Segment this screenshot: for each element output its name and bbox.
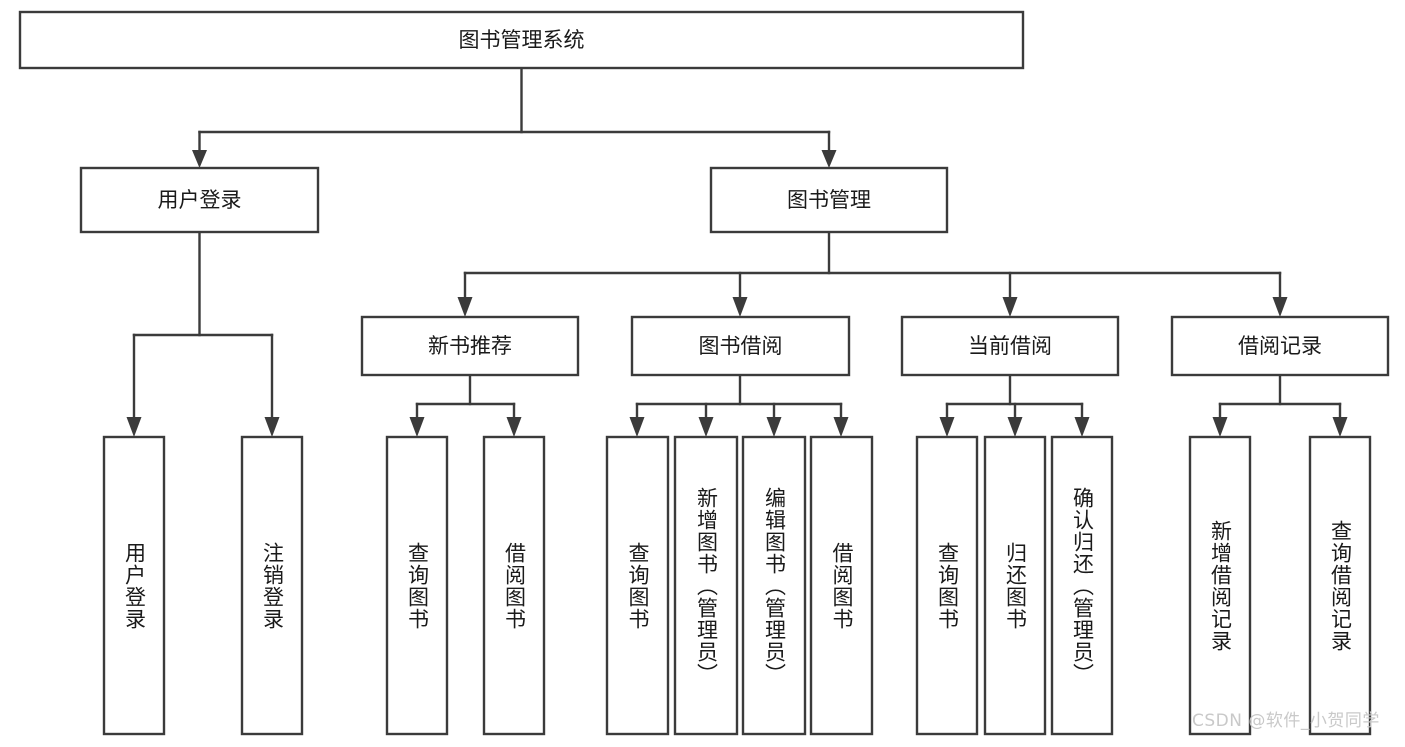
arrow-head-icon xyxy=(1212,417,1228,437)
arrow-head-icon xyxy=(732,297,748,317)
arrow-head-icon xyxy=(698,417,714,437)
arrow-head-icon xyxy=(939,417,955,437)
arrow-head-icon xyxy=(409,417,425,437)
node-book-management-label: 图书管理 xyxy=(787,188,871,212)
node-leaf-logout-box[interactable] xyxy=(240,435,304,736)
arrow-head-icon xyxy=(264,417,280,437)
arrow-head-icon xyxy=(1074,417,1090,437)
node-borrow-records-box[interactable] xyxy=(1170,315,1390,377)
node-user-login-label: 用户登录 xyxy=(158,188,242,212)
node-layer: 图书管理系统 用户登录 图书管理 新书推荐 图书借阅 当前 xyxy=(18,10,1390,736)
arrow-head-icon xyxy=(766,417,782,437)
node-new-book-recommend-label: 新书推荐 xyxy=(428,334,512,358)
node-current-borrow[interactable]: 当前借阅 xyxy=(900,315,1120,377)
node-leaf-add-book-box[interactable] xyxy=(673,435,739,736)
node-current-borrow-label: 当前借阅 xyxy=(968,334,1052,358)
node-user-login-box[interactable] xyxy=(79,166,320,234)
node-root[interactable]: 图书管理系统 xyxy=(18,10,1025,70)
csdn-watermark: CSDN @软件_小贺同学 xyxy=(1192,711,1380,731)
node-book-borrow-label: 图书借阅 xyxy=(699,334,783,358)
node-leaf-user-login-box[interactable] xyxy=(102,435,166,736)
arrow-head-icon xyxy=(1332,417,1348,437)
node-root-label: 图书管理系统 xyxy=(459,28,585,52)
node-leaf-borrow-book-1-box[interactable] xyxy=(482,435,546,736)
node-book-borrow[interactable]: 图书借阅 xyxy=(630,315,851,377)
node-leaf-confirm-return-box[interactable] xyxy=(1050,435,1114,736)
arrow-head-icon xyxy=(1272,297,1288,317)
arrow-head-icon xyxy=(1007,417,1023,437)
arrow-head-icon xyxy=(126,417,142,437)
node-borrow-records[interactable]: 借阅记录 xyxy=(1170,315,1390,377)
node-current-borrow-box[interactable] xyxy=(900,315,1120,377)
node-borrow-records-label: 借阅记录 xyxy=(1238,334,1322,358)
edge-layer xyxy=(126,66,1348,437)
arrow-head-icon xyxy=(1002,297,1018,317)
arrow-head-icon xyxy=(833,417,849,437)
node-book-borrow-box[interactable] xyxy=(630,315,851,377)
node-book-management-box[interactable] xyxy=(709,166,949,234)
node-root-box[interactable] xyxy=(18,10,1025,70)
node-user-login[interactable]: 用户登录 xyxy=(79,166,320,234)
node-leaf-query-book-2-box[interactable] xyxy=(605,435,670,736)
node-new-book-recommend[interactable]: 新书推荐 xyxy=(360,315,580,377)
arrow-head-icon xyxy=(457,297,473,317)
arrow-head-icon xyxy=(192,150,207,168)
node-leaf-borrow-book-2-box[interactable] xyxy=(809,435,874,736)
node-leaf-edit-book-box[interactable] xyxy=(741,435,807,736)
node-leaf-return-book-box[interactable] xyxy=(983,435,1047,736)
node-leaf-query-book-3-box[interactable] xyxy=(915,435,979,736)
node-book-management[interactable]: 图书管理 xyxy=(709,166,949,234)
node-leaf-query-record-box[interactable] xyxy=(1308,435,1372,736)
arrow-head-icon xyxy=(821,150,837,168)
node-leaf-query-book-1-box[interactable] xyxy=(385,435,449,736)
node-new-book-recommend-box[interactable] xyxy=(360,315,580,377)
node-leaf-add-record-box[interactable] xyxy=(1188,435,1252,736)
arrow-head-icon xyxy=(629,417,645,437)
arrow-head-icon xyxy=(506,417,522,437)
